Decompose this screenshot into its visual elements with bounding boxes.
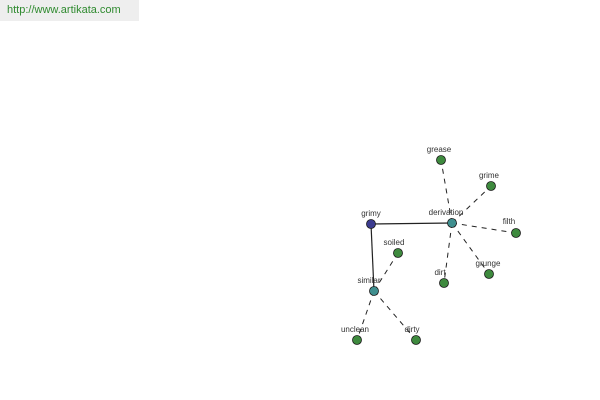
node-circle-similar[interactable]	[369, 286, 379, 296]
node-label-grime: grime	[479, 171, 500, 180]
edge-derivation-filth	[451, 222, 517, 234]
node-circle-grease[interactable]	[436, 155, 446, 165]
edge-derivation-grime	[451, 185, 492, 224]
node-label-derivation: derivation	[429, 208, 464, 217]
node-grime[interactable]: grime	[479, 171, 500, 191]
nodes-layer: grimy derivation similar grease grime filth gr…	[341, 145, 521, 345]
edge-similar-unclean	[356, 290, 375, 341]
edges-layer	[356, 159, 517, 341]
edge-derivation-dirt	[443, 222, 453, 284]
node-grimy[interactable]: grimy	[361, 209, 381, 229]
node-circle-grunge[interactable]	[484, 269, 494, 279]
edge-grimy-similar	[370, 223, 375, 292]
edge-derivation-grease	[440, 159, 453, 224]
node-circle-unclean[interactable]	[352, 335, 362, 345]
node-label-dirt: dirt	[434, 268, 446, 277]
node-circle-soiled[interactable]	[393, 248, 403, 258]
edge-similar-dirty	[373, 290, 417, 341]
node-label-dirty: dirty	[404, 325, 419, 334]
node-filth[interactable]: filth	[503, 217, 521, 238]
node-unclean[interactable]: unclean	[341, 325, 369, 345]
node-dirty[interactable]: dirty	[404, 325, 421, 345]
node-soiled[interactable]: soiled	[384, 238, 405, 258]
node-label-soiled: soiled	[384, 238, 405, 247]
edge-grimy-derivation	[370, 222, 453, 225]
node-dirt[interactable]: dirt	[434, 268, 449, 288]
node-circle-grime[interactable]	[486, 181, 496, 191]
node-circle-derivation[interactable]	[447, 218, 457, 228]
node-circle-filth[interactable]	[511, 228, 521, 238]
node-circle-dirt[interactable]	[439, 278, 449, 288]
node-grunge[interactable]: grunge	[476, 259, 501, 279]
edge-derivation-grunge	[451, 222, 490, 275]
node-grease[interactable]: grease	[427, 145, 452, 165]
node-derivation[interactable]: derivation	[429, 208, 464, 228]
node-label-grimy: grimy	[361, 209, 381, 218]
node-similar[interactable]: similar	[357, 276, 381, 296]
node-label-grease: grease	[427, 145, 452, 154]
node-label-unclean: unclean	[341, 325, 369, 334]
node-label-filth: filth	[503, 217, 515, 226]
node-circle-dirty[interactable]	[411, 335, 421, 345]
node-label-grunge: grunge	[476, 259, 501, 268]
edge-similar-soiled	[373, 252, 399, 292]
site-url-link[interactable]: http://www.artikata.com	[0, 0, 139, 21]
node-circle-grimy[interactable]	[366, 219, 376, 229]
node-label-similar: similar	[357, 276, 380, 285]
